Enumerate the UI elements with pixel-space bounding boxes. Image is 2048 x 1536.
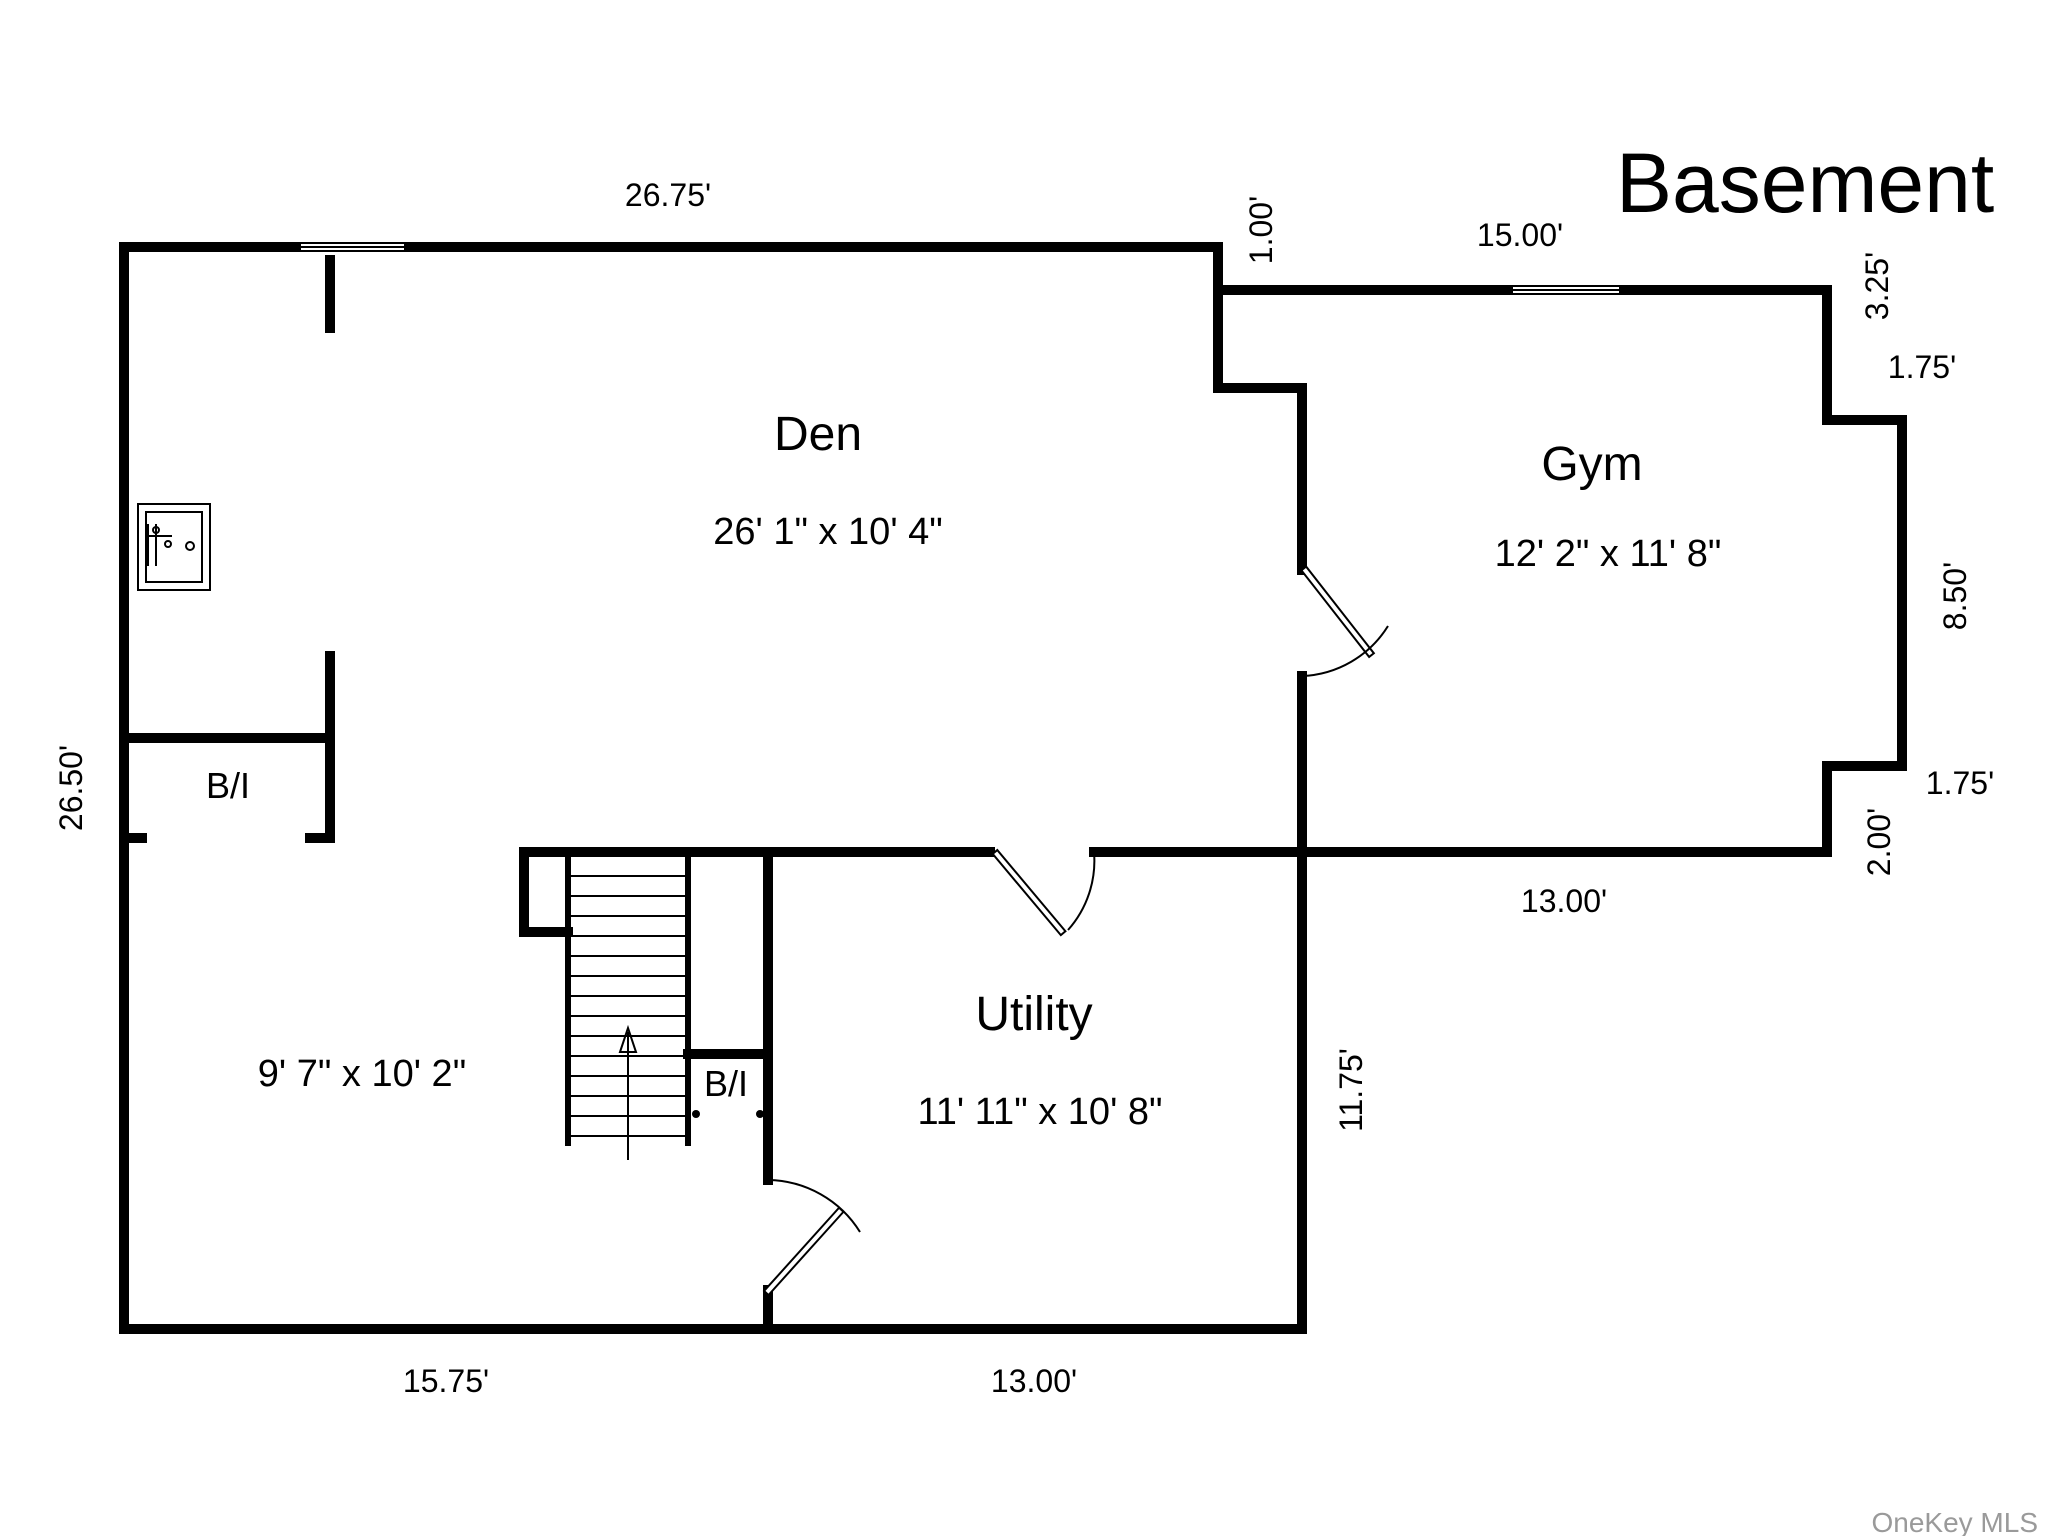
- stair-landing: [519, 847, 773, 937]
- dim-gym-right-top: 3.25': [1859, 252, 1895, 320]
- utility-door-leaf: [991, 848, 1067, 937]
- dim-gym-right-bottom: 2.00': [1861, 808, 1897, 876]
- doors: [762, 565, 1389, 1297]
- windows: [299, 242, 1621, 295]
- dim-step-top: 1.00': [1243, 196, 1279, 264]
- lower-room-size: 9' 7" x 10' 2": [258, 1053, 466, 1095]
- lower-door-leaf: [762, 1206, 845, 1297]
- stairs: [565, 852, 764, 1160]
- gym-door-swing-arc: [1301, 625, 1389, 677]
- dim-bottom-right: 13.00': [991, 1363, 1077, 1399]
- exterior-wall-top-den: [119, 242, 1907, 857]
- dim-gym-bottom: 13.00': [1521, 883, 1607, 919]
- dim-left: 26.50': [53, 745, 89, 831]
- sink-icon: [137, 503, 211, 591]
- dim-gym-bump-top: 1.75': [1888, 349, 1956, 385]
- dim-utility-right: 11.75': [1333, 1048, 1369, 1132]
- den-label: Den: [774, 408, 862, 461]
- dim-gym-bump: 8.50': [1937, 562, 1973, 630]
- bi-door-pin-right: [756, 1110, 764, 1118]
- gym-size: 12' 2" x 11' 8": [1495, 533, 1722, 575]
- utility-label: Utility: [975, 988, 1092, 1041]
- utility-door-swing-arc: [1067, 851, 1096, 931]
- den-gym-wall-notch: [1213, 285, 1307, 575]
- gym-door-leaf: [1300, 565, 1376, 659]
- dim-bottom-left: 15.75': [403, 1363, 489, 1399]
- bi-label-stair: B/I: [704, 1063, 748, 1104]
- bi-closet-walls: [119, 651, 335, 843]
- walls: [119, 242, 1907, 1334]
- den-size: 26' 1" x 10' 4": [713, 511, 943, 553]
- dim-top-gym: 15.00': [1477, 217, 1563, 253]
- stair-direction-arrow-icon: [618, 1024, 638, 1053]
- utility-size: 11' 11" x 10' 8": [917, 1091, 1162, 1133]
- lower-door-swing-arc: [767, 1179, 861, 1233]
- dim-top-den: 26.75': [625, 177, 711, 213]
- exterior-wall-left-top: [119, 242, 1307, 1334]
- watermark: OneKey MLS: [1871, 1507, 2038, 1536]
- bi-door-pin-left: [692, 1110, 700, 1118]
- plan-title: Basement: [1616, 136, 1994, 230]
- bi-label-left: B/I: [206, 765, 250, 806]
- gym-label: Gym: [1541, 438, 1642, 491]
- dim-gym-bump-bottom: 1.75': [1926, 765, 1994, 801]
